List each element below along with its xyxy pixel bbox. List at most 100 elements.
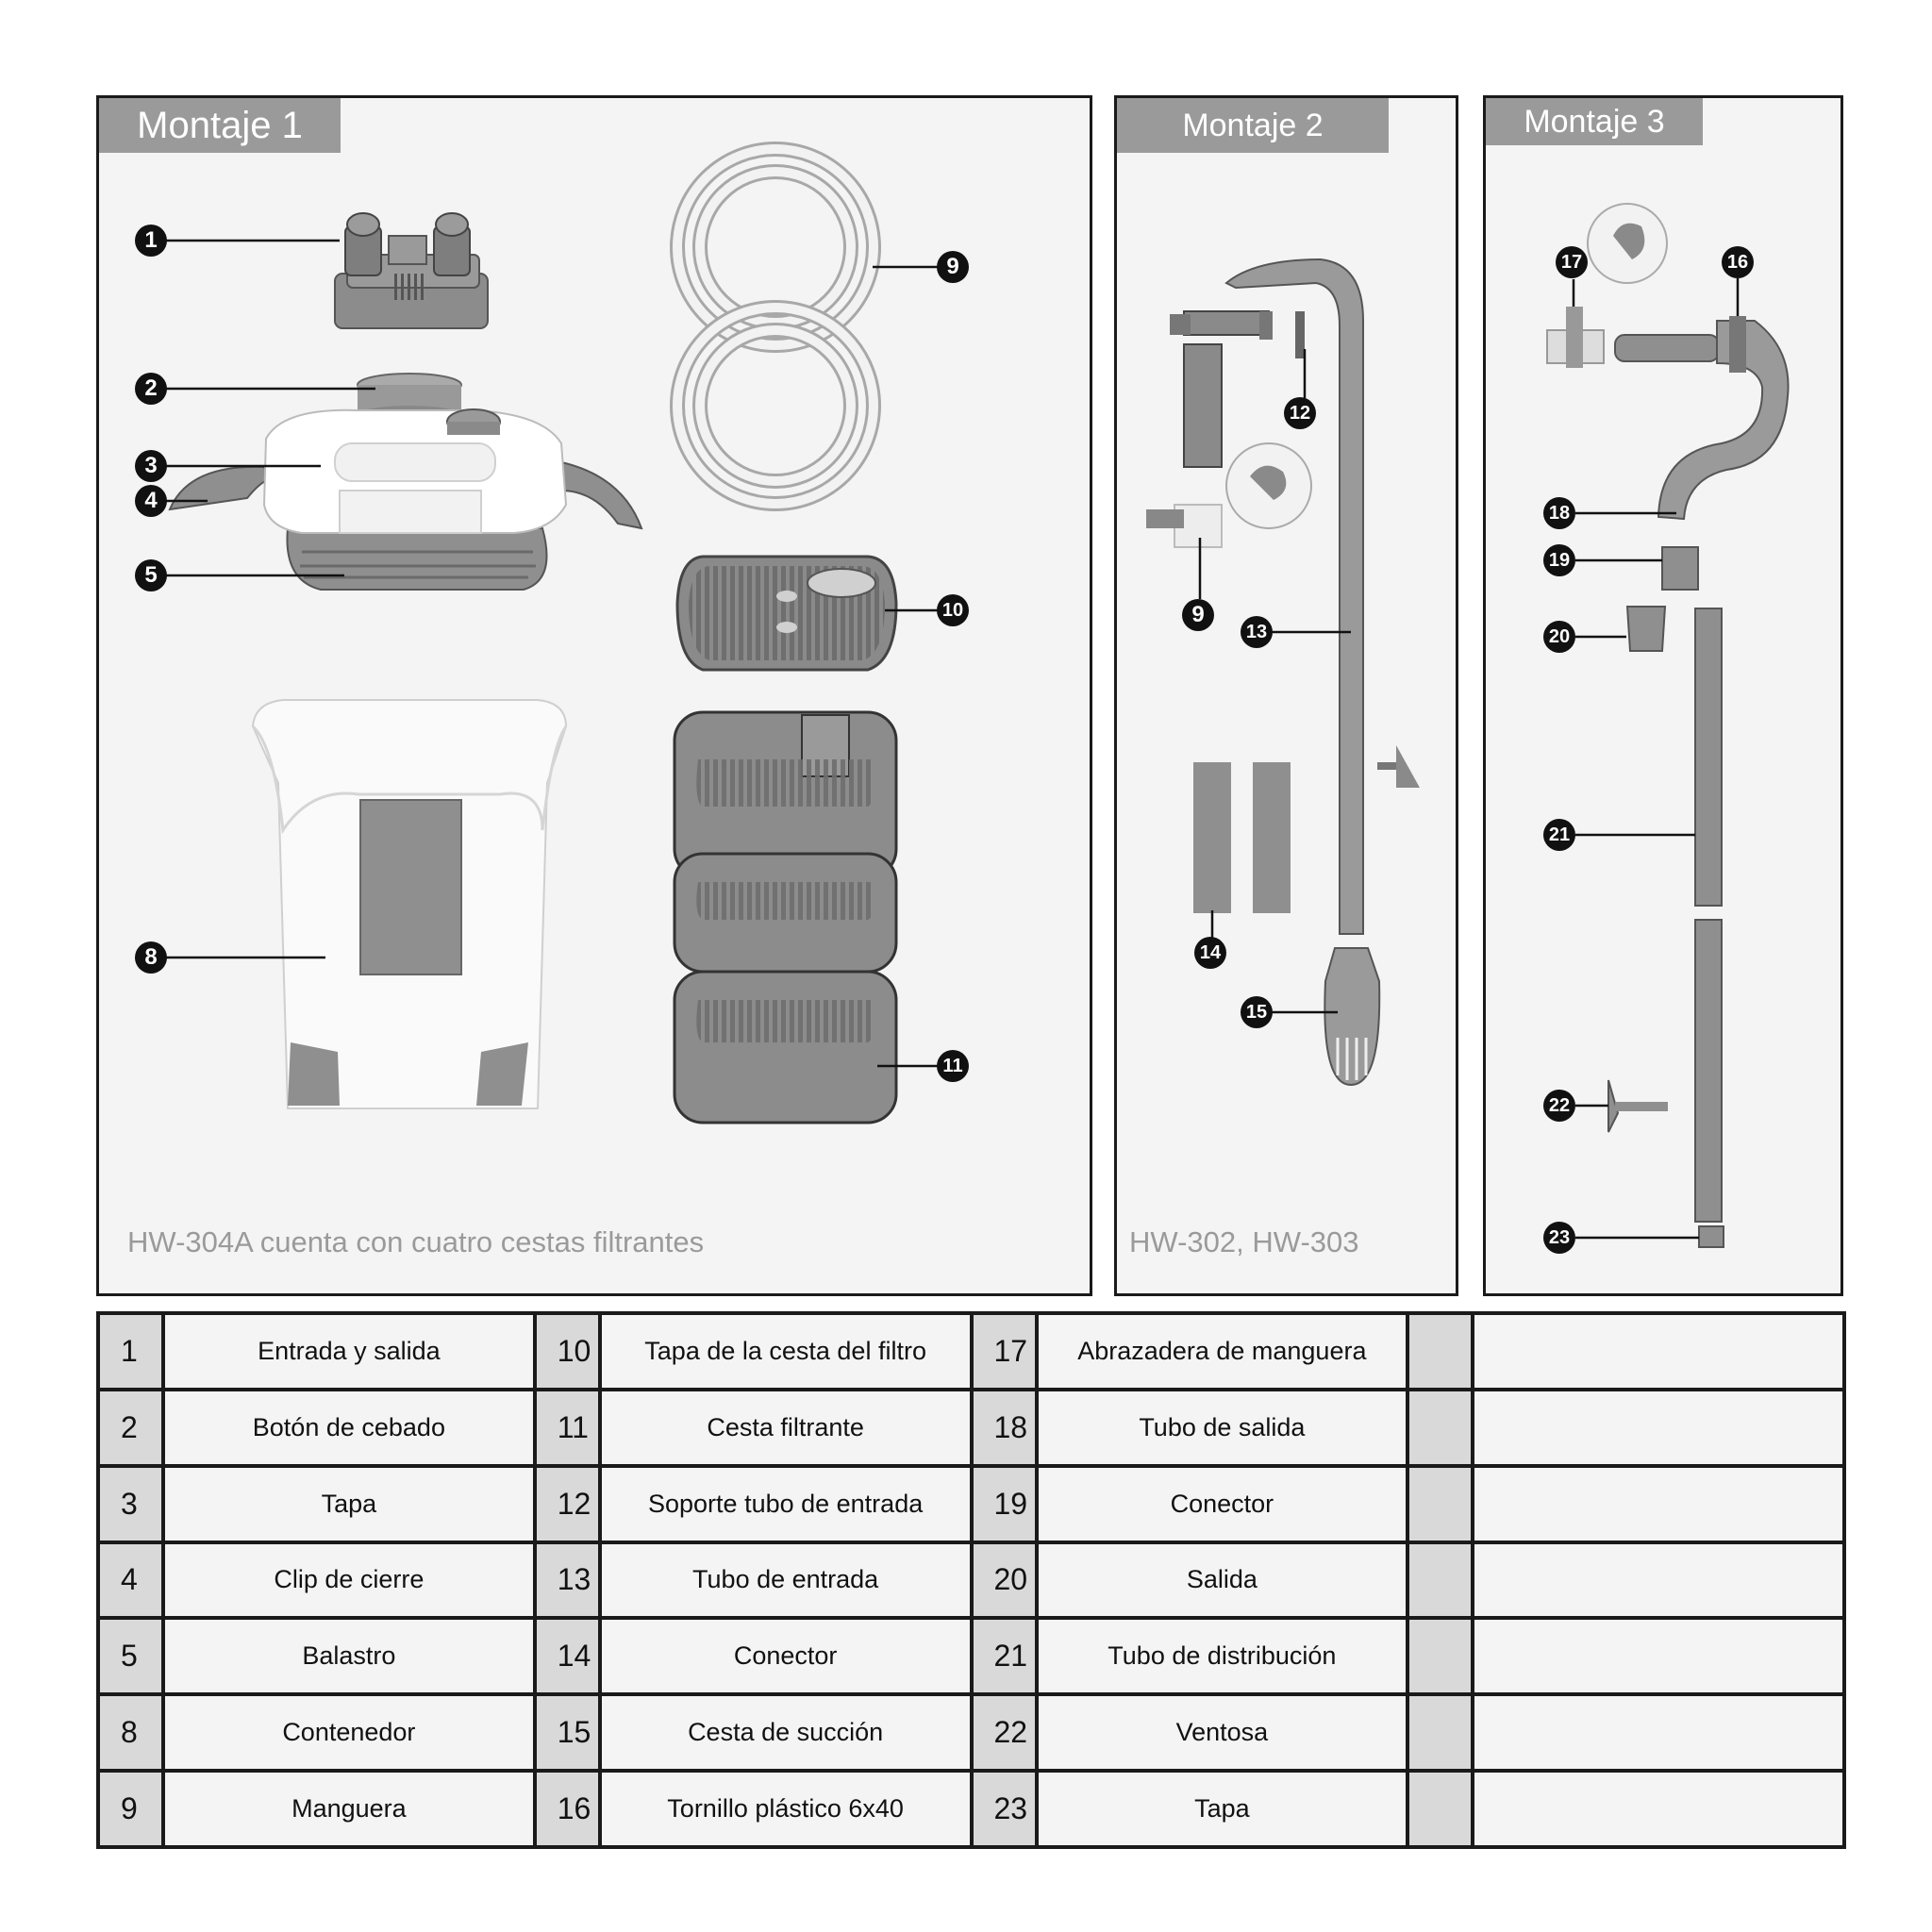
inlet-tube-assembly [1146,258,1420,1087]
part-number: 20 [969,1540,1039,1621]
filter-baskets [673,710,898,1124]
outlet-tube-assembly [1546,203,1790,1248]
part-number: 21 [969,1616,1039,1697]
part-name: Contenedor [161,1692,537,1774]
part-number [1406,1463,1475,1544]
part-number [1406,1769,1475,1849]
part-number [1406,1540,1475,1621]
part-number: 18 [969,1387,1039,1468]
part-name: Manguera [161,1769,537,1849]
part-number: 10 [532,1311,602,1391]
part-number [1406,1311,1475,1391]
panel-title: Montaje 2 [1117,98,1389,153]
callout-3: 3 [135,450,167,482]
inlet-outlet-valve [334,212,489,329]
callout-19: 19 [1543,544,1575,576]
part-name: Ventosa [1034,1692,1410,1774]
part-name: Tornillo plástico 6x40 [597,1769,974,1849]
part-number: 9 [96,1769,165,1849]
part-name: Botón de cebado [161,1387,537,1468]
part-name: Tapa [1034,1769,1410,1849]
part-number: 22 [969,1692,1039,1774]
part-number [1406,1692,1475,1774]
container [251,699,568,1109]
part-number: 12 [532,1463,602,1544]
part-name: Soporte tubo de entrada [597,1463,974,1544]
part-name: Salida [1034,1540,1410,1621]
part-number: 19 [969,1463,1039,1544]
callout-18: 18 [1543,497,1575,529]
leader-lines [165,239,1740,1240]
callout-16: 16 [1722,246,1754,278]
callout-20: 20 [1543,621,1575,653]
part-name: Entrada y salida [161,1311,537,1391]
part-number: 23 [969,1769,1039,1849]
part-number: 14 [532,1616,602,1697]
part-name [1471,1616,1846,1697]
part-name: Conector [1034,1463,1410,1544]
callout-9: 9 [1182,599,1214,631]
part-name: Cesta filtrante [597,1387,974,1468]
basket-cover [675,555,898,672]
part-name [1471,1463,1846,1544]
part-name: Abrazadera de manguera [1034,1311,1410,1391]
panel-title: Montaje 3 [1486,98,1703,145]
part-number [1406,1616,1475,1697]
part-number: 3 [96,1463,165,1544]
panel-note: HW-304A cuenta con cuatro cestas filtran… [127,1225,705,1258]
callout-14: 14 [1194,937,1226,969]
callout-21: 21 [1543,819,1575,851]
part-number: 4 [96,1540,165,1621]
part-number: 15 [532,1692,602,1774]
part-number: 13 [532,1540,602,1621]
part-name: Tubo de distribución [1034,1616,1410,1697]
callout-4: 4 [135,485,167,517]
callout-11: 11 [937,1050,969,1082]
part-number: 16 [532,1769,602,1849]
part-name: Cesta de succión [597,1692,974,1774]
part-name [1471,1311,1846,1391]
part-number: 11 [532,1387,602,1468]
callout-1: 1 [135,225,167,257]
part-name [1471,1387,1846,1468]
callout-5: 5 [135,559,167,591]
part-name [1471,1540,1846,1621]
part-number: 2 [96,1387,165,1468]
part-name: Clip de cierre [161,1540,537,1621]
callout-15: 15 [1241,996,1273,1028]
callout-9: 9 [937,251,969,283]
part-name: Tapa de la cesta del filtro [597,1311,974,1391]
panel-montaje-3: Montaje 3 [1483,95,1843,1296]
callout-17: 17 [1556,246,1588,278]
panel-title: Montaje 1 [99,98,341,153]
part-name: Conector [597,1616,974,1697]
panel-montaje-2: Montaje 2 HW-302, HW-303 [1114,95,1458,1296]
callout-22: 22 [1543,1090,1575,1122]
callout-2: 2 [135,373,167,405]
callout-10: 10 [937,594,969,626]
panel-montaje-1: Montaje 1 HW-304A cuenta con cuatro cest… [96,95,1092,1296]
part-name: Balastro [161,1616,537,1697]
lid-assembly [168,408,643,591]
callout-8: 8 [135,941,167,974]
part-number: 17 [969,1311,1039,1391]
part-name: Tubo de entrada [597,1540,974,1621]
part-number [1406,1387,1475,1468]
part-name: Tapa [161,1463,537,1544]
part-name [1471,1769,1846,1849]
part-number: 1 [96,1311,165,1391]
callout-13: 13 [1241,616,1273,648]
hose-coils [670,142,881,511]
callout-23: 23 [1543,1222,1575,1254]
part-number: 8 [96,1692,165,1774]
panel-note: HW-302, HW-303 [1129,1225,1359,1258]
callout-12: 12 [1284,397,1316,429]
part-number: 5 [96,1616,165,1697]
